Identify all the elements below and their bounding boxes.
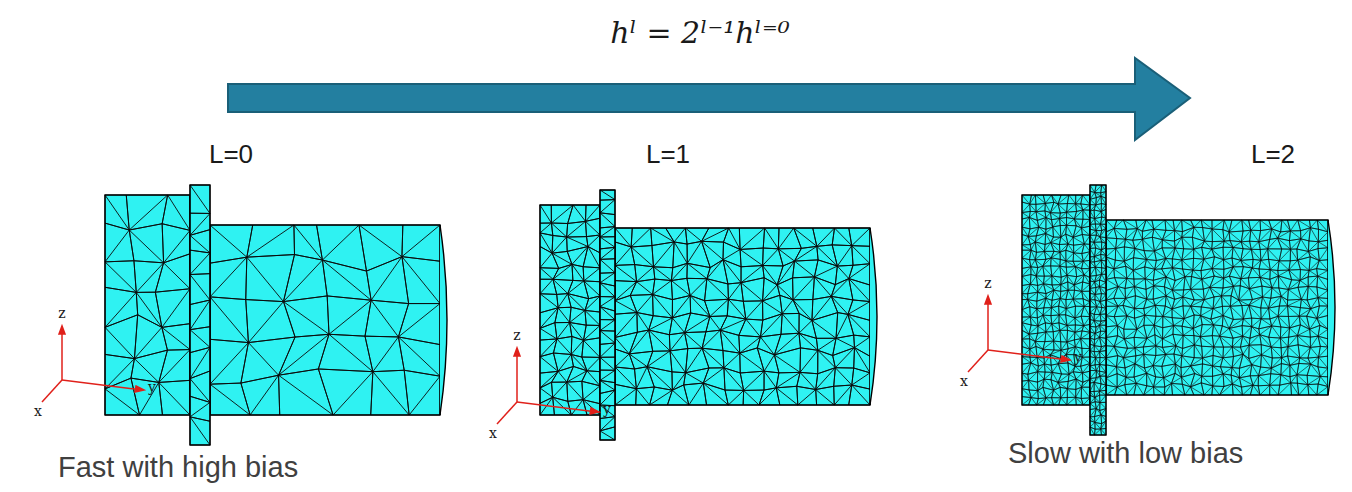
mesh-fill: [600, 190, 615, 440]
mesh: [540, 190, 877, 440]
axis-label: z: [513, 328, 520, 343]
mesh-fill: [1106, 220, 1328, 395]
axes: [968, 296, 1070, 372]
mesh-outline: [540, 205, 600, 415]
axis-label: y: [148, 380, 156, 395]
mesh-lines: [105, 195, 190, 415]
mesh-lines: [210, 225, 440, 415]
mesh-lines: [1106, 220, 1328, 395]
axis-label: y: [603, 402, 611, 417]
mesh-outline: [190, 185, 210, 445]
mesh-outline: [1022, 195, 1090, 405]
mesh-outline: [1090, 185, 1106, 435]
mesh: [105, 185, 447, 445]
mesh-end: [1328, 220, 1335, 395]
level-label: L=2: [1251, 140, 1295, 169]
mesh-outline: [600, 190, 615, 440]
mesh-lines: [600, 190, 615, 440]
mesh-lines: [1022, 195, 1090, 405]
mesh-outline: [1106, 220, 1328, 395]
mesh-outline: [105, 195, 190, 415]
level-label: L=0: [209, 140, 253, 169]
mesh-lines: [540, 205, 600, 415]
axes: [42, 326, 144, 402]
level-label: L=1: [646, 140, 690, 169]
mesh: [1022, 185, 1335, 435]
mesh-fill: [1022, 195, 1090, 405]
axes: [497, 348, 599, 424]
mesh-outline: [210, 225, 440, 415]
mesh-fill: [1090, 185, 1106, 435]
axis-label: x: [489, 426, 497, 441]
mesh-lines: [615, 228, 870, 405]
caption-text: Slow with low bias: [1008, 438, 1243, 470]
mesh-outline: [615, 228, 870, 405]
mesh-fill: [615, 228, 870, 405]
axis-label: z: [984, 276, 991, 291]
axis-label: x: [960, 374, 968, 389]
formula: hˡ = 2ˡ⁻¹hˡ⁼⁰: [610, 16, 790, 49]
mesh-lines: [190, 185, 210, 445]
mesh-fill: [210, 225, 440, 415]
mesh-fill: [190, 185, 210, 445]
caption-text: Fast with high bias: [58, 452, 298, 484]
axis-label: z: [58, 306, 65, 321]
mesh-fill: [105, 195, 190, 415]
mesh-end: [440, 225, 447, 415]
arrow-shape: [228, 58, 1190, 140]
mesh-fill: [540, 205, 600, 415]
axis-label: y: [1074, 350, 1082, 365]
mesh-end: [870, 228, 877, 405]
mesh-lines: [1090, 185, 1106, 435]
axis-label: x: [34, 404, 42, 419]
